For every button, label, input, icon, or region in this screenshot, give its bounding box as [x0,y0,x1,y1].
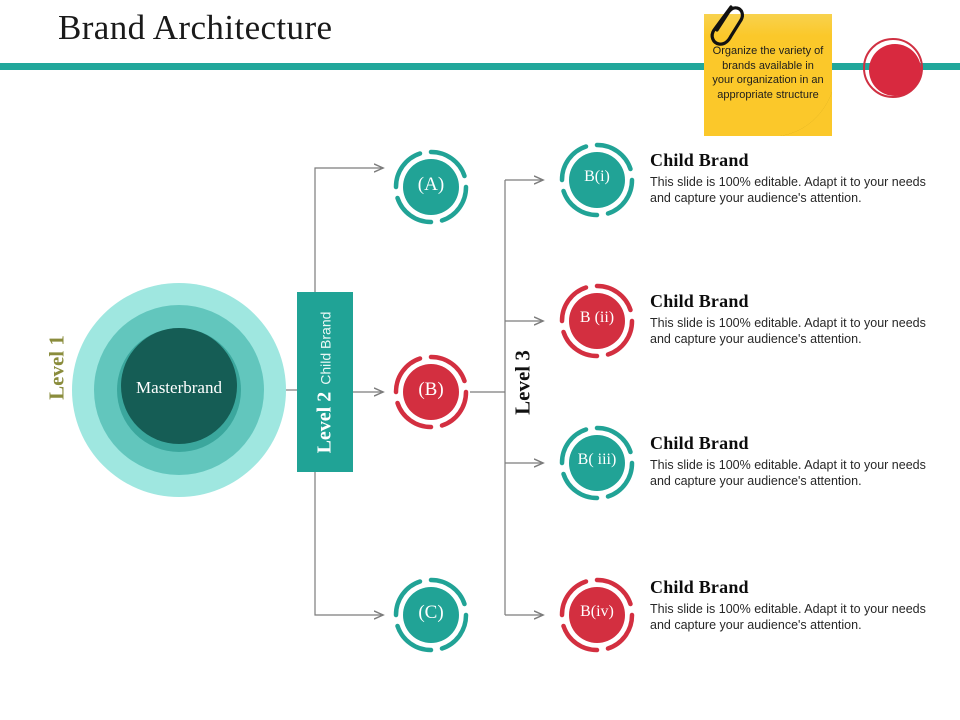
level-2-bar-inner: Level 2 Child Brand [297,292,353,472]
child-text-block-biii: Child Brand This slide is 100% editable.… [650,433,950,489]
child-text-block-bi: Child Brand This slide is 100% editable.… [650,150,950,206]
header-accent-ring [863,38,923,98]
brand-node-a-ring [393,149,469,225]
brand-node-c-ring [393,577,469,653]
brand-node-c-disc [403,587,459,643]
level-2-subtitle: Child Brand [317,311,334,385]
masterbrand-core [121,328,237,444]
child-node-bi-ring [559,142,635,218]
child-node-biii-label: B( iii) [577,451,617,468]
brand-node-a[interactable]: (A) [392,148,470,226]
header-accent-dot [863,38,927,102]
child-node-bii[interactable]: B (ii) [558,282,636,360]
level-3-label: Level 3 [510,350,535,415]
child-node-bi-disc [569,152,625,208]
child-body-biii: This slide is 100% editable. Adapt it to… [650,458,926,488]
child-heading-bi: Child Brand [650,150,749,170]
child-node-bi-label: B(i) [584,168,610,185]
level-2-rotated-text: Level 2 Child Brand [314,311,337,453]
level-2-title: Level 2 [313,391,336,453]
child-node-bii-disc [569,293,625,349]
brand-node-a-disc [403,159,459,215]
child-node-bi[interactable]: B(i) [558,141,636,219]
brand-node-a-label: (A) [417,174,445,195]
child-node-biv[interactable]: B(iv) [558,576,636,654]
brand-node-c[interactable]: (C) [392,576,470,654]
child-text-block-bii: Child Brand This slide is 100% editable.… [650,291,950,347]
level-2-bar[interactable]: Level 2 Child Brand [297,292,353,472]
page-title: Brand Architecture [58,8,333,47]
brand-node-b[interactable]: (B) [392,353,470,431]
child-node-biv-disc [569,587,625,643]
child-node-biii-disc [569,435,625,491]
brand-node-c-label: (C) [418,602,444,623]
sticky-note-text: Organize the variety of brands available… [712,45,824,101]
child-node-bii-ring [559,283,635,359]
child-node-biii[interactable]: B( iii) [558,424,636,502]
paperclip-icon [710,5,744,46]
sticky-note: Organize the variety of brands available… [704,5,832,136]
child-body-bi: This slide is 100% editable. Adapt it to… [650,175,926,205]
sticky-note-body [704,14,832,136]
masterbrand-label: Masterbrand [136,378,222,397]
level-1-label: Level 1 [44,335,69,400]
child-node-bii-label: B (ii) [579,309,615,326]
child-heading-bii: Child Brand [650,291,749,311]
child-body-bii: This slide is 100% editable. Adapt it to… [650,316,926,346]
child-node-biii-ring [559,425,635,501]
child-text-block-biv: Child Brand This slide is 100% editable.… [650,577,950,633]
child-heading-biii: Child Brand [650,433,749,453]
child-heading-biv: Child Brand [650,577,749,597]
header-accent-core [869,44,921,96]
child-node-biv-label: B(iv) [580,603,614,620]
brand-node-b-ring [393,354,469,430]
header-divider-rule [0,63,960,70]
brand-node-b-disc [403,364,459,420]
brand-node-b-label: (B) [418,379,444,400]
child-node-biv-ring [559,577,635,653]
child-body-biv: This slide is 100% editable. Adapt it to… [650,602,926,632]
masterbrand-node[interactable]: Masterbrand [72,283,286,497]
